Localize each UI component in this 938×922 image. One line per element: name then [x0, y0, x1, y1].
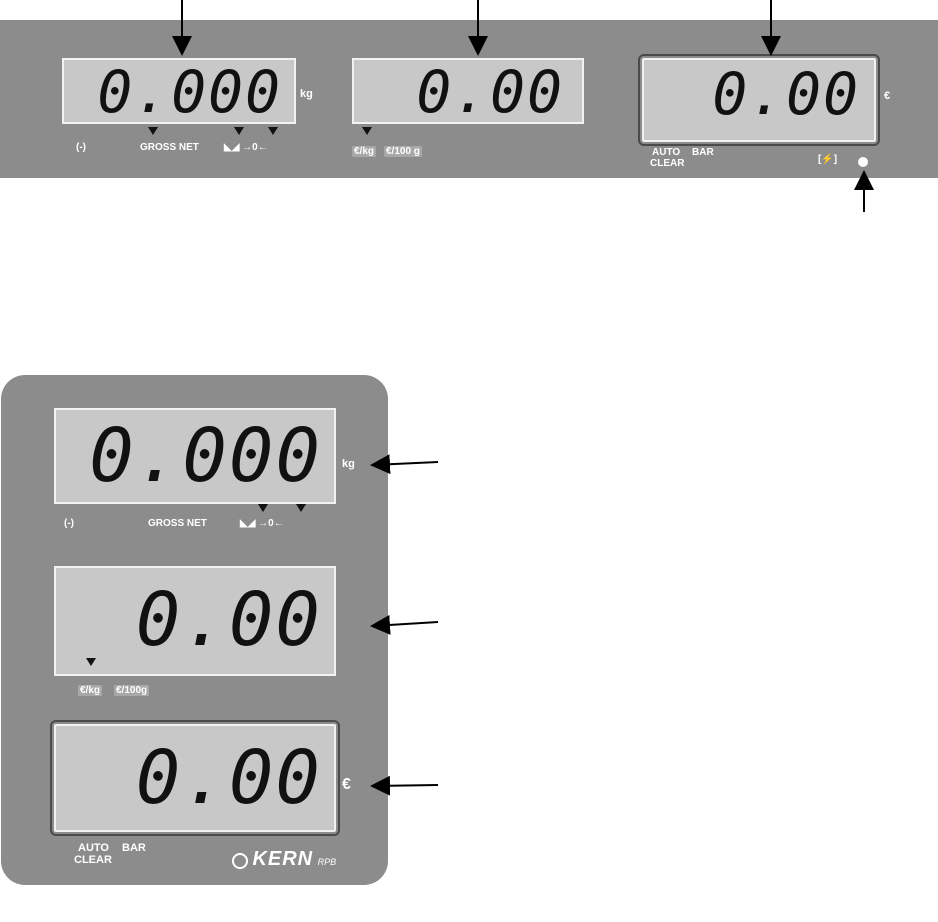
price-per-100g-label: €/100 g	[384, 146, 422, 157]
kern-logo-icon	[232, 852, 248, 869]
bar-label: BAR	[692, 147, 714, 158]
auto-label: AUTO	[652, 147, 681, 158]
weight-unit: kg	[342, 458, 355, 470]
indicator-triangle	[234, 127, 244, 135]
brand-logo: KERN RPB	[232, 848, 336, 871]
price-per-100g-label: €/100g	[114, 685, 150, 696]
tare-icon: (-)	[64, 518, 74, 529]
gross-net-label: GROSS NET	[148, 518, 207, 529]
price-display-vertical: 0.00	[54, 566, 336, 676]
price-value: 0.00	[135, 577, 322, 663]
tare-icon: (-)	[76, 142, 86, 153]
price-per-kg-label: €/kg	[78, 685, 103, 696]
gross-net-label: GROSS NET	[140, 142, 199, 153]
price-display-horizontal: 0.00	[352, 58, 584, 124]
brand-name: KERN	[252, 848, 314, 870]
indicator-triangle	[258, 504, 268, 512]
total-unit: €	[884, 90, 891, 102]
clear-label: CLEAR	[650, 158, 685, 169]
indicator-triangle	[268, 127, 278, 135]
auto-label: AUTO	[78, 842, 109, 854]
indicator-triangle	[362, 127, 372, 135]
brand-model: RPB	[317, 857, 337, 867]
battery-icon: [⚡]	[818, 154, 838, 165]
zero-arrows-label: ◣◢ →0←	[224, 142, 268, 153]
weight-value: 0.000	[97, 58, 282, 126]
weight-display-horizontal: 0.000	[62, 58, 296, 124]
arrow-price-vertical	[370, 614, 439, 635]
total-value: 0.00	[712, 60, 860, 128]
arrow-weight-vertical	[370, 454, 439, 475]
price-value: 0.00	[416, 58, 564, 126]
bar-label: BAR	[122, 842, 146, 854]
total-display-horizontal: 0.00	[638, 54, 880, 146]
weight-unit: kg	[300, 88, 313, 100]
indicator-triangle	[296, 504, 306, 512]
status-dot-icon	[858, 157, 868, 167]
zero-arrows-label: ◣◢ →0←	[240, 518, 284, 529]
total-unit: €	[342, 776, 351, 793]
price-per-kg-label: €/kg	[352, 146, 377, 157]
indicator-triangle	[86, 658, 96, 666]
clear-label: CLEAR	[74, 854, 112, 866]
arrow-total-vertical	[370, 775, 439, 796]
total-display-vertical: 0.00	[50, 720, 340, 836]
weight-display-vertical: 0.000	[54, 408, 336, 504]
total-value: 0.00	[135, 735, 322, 821]
weight-value: 0.000	[89, 413, 322, 499]
indicator-triangle	[148, 127, 158, 135]
